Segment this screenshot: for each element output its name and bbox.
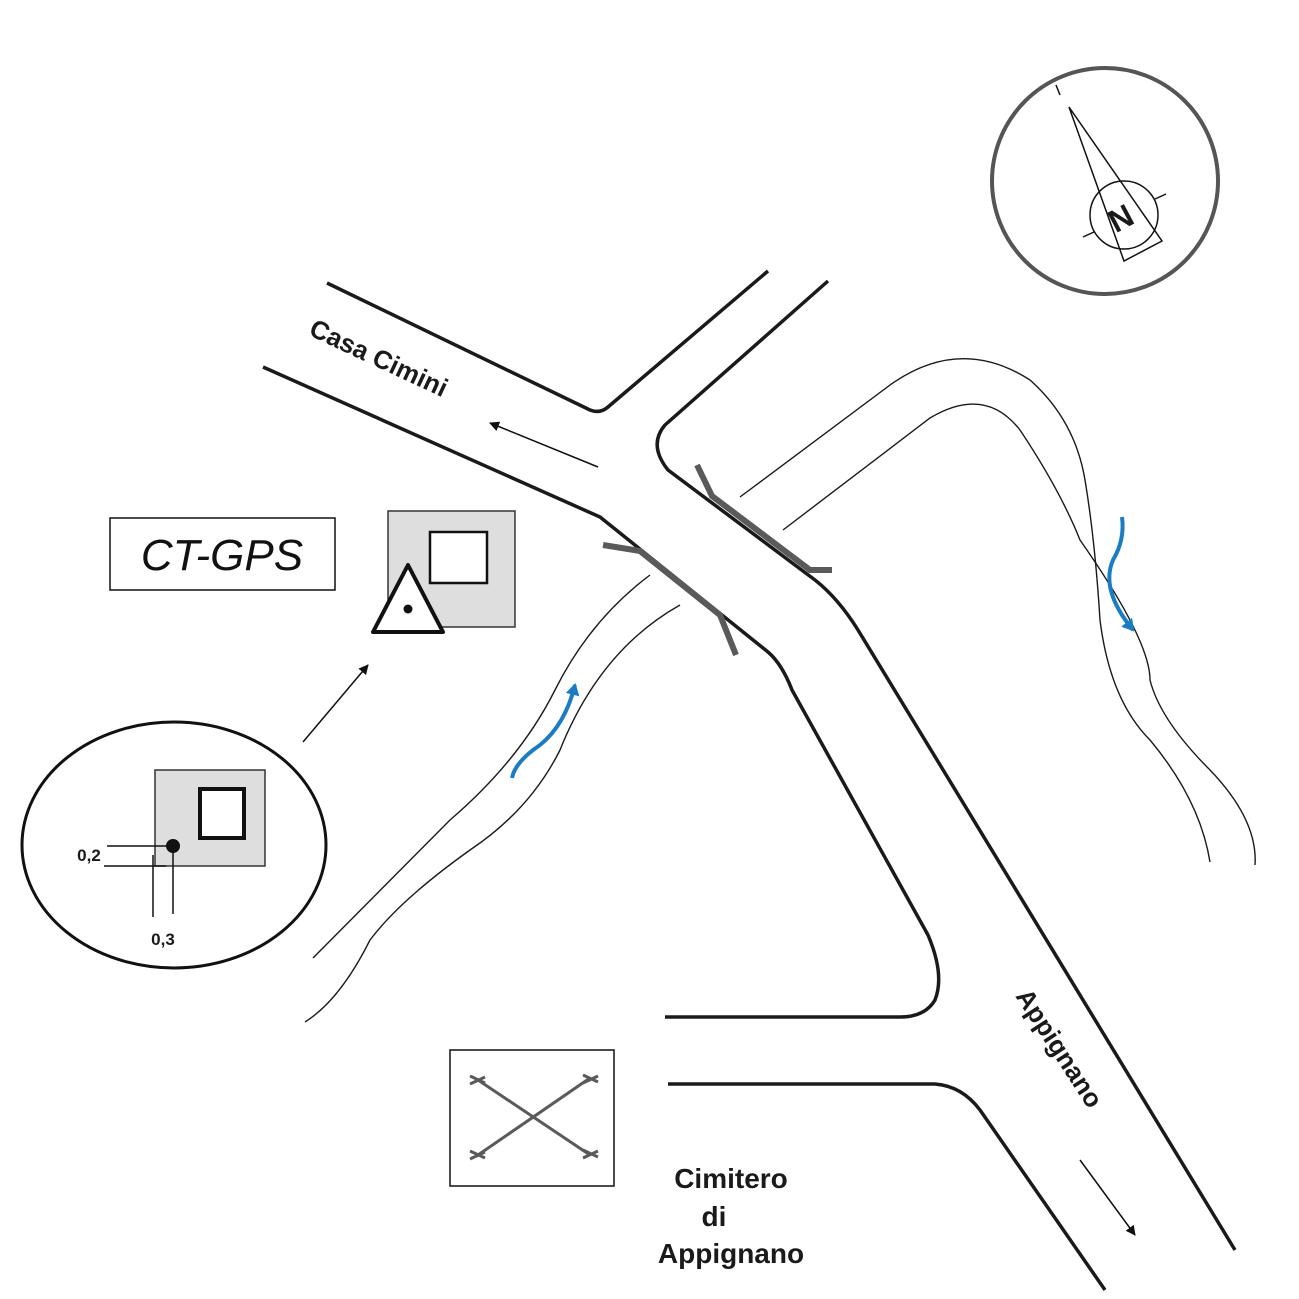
road-edge-cemetery [668,1082,1107,1291]
road-edge-east [655,279,1237,1251]
stream-right-bank-1 [739,357,1211,863]
bridge-left [602,542,739,657]
building-symbol [387,510,516,628]
ct-gps-box [109,517,336,591]
stream-left-bank-2 [304,604,681,1023]
bridge-right [694,463,832,573]
offset-y-label: 0,3 [151,930,175,949]
label-casa-cimini: Casa Cimini [305,313,453,403]
flow-arrow-left-icon [510,683,580,779]
label-appignano: Appignano [1010,983,1109,1113]
label-cimitero-line2: di [702,1201,727,1232]
ct-gps-label: CT-GPS [141,531,303,580]
flow-arrow-right-icon [1107,516,1135,632]
arrow-detail-to-point-icon [302,664,369,743]
north-compass-icon: N [990,66,1220,296]
road-edge-north [326,269,770,414]
road-edge-west [262,365,941,1019]
cemetery-symbol [449,1049,615,1187]
label-cimitero-line1: Cimitero [674,1163,788,1194]
offset-x-label: 0,2 [77,846,101,865]
arrow-to-appignano-icon [1079,1159,1136,1236]
arrow-to-casa-cimini-icon [489,421,599,468]
label-cimitero-line3: Appignano [658,1238,804,1269]
stream-right-bank-2 [782,403,1256,866]
gps-point-triangle-icon [371,563,445,634]
detail-inset: 0,2 0,3 [20,720,328,970]
stream-left-bank-1 [312,574,651,959]
